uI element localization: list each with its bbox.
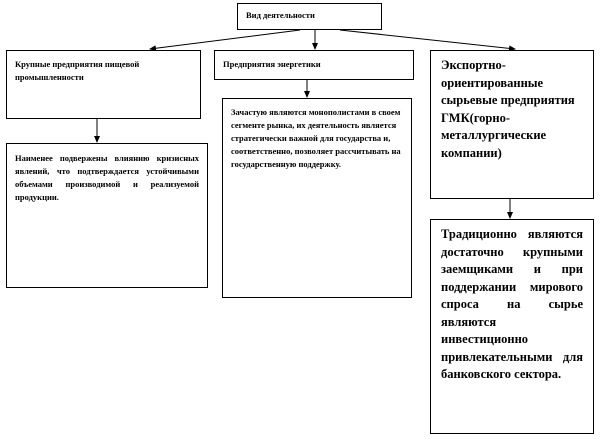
energy-description: Зачастую являются монополистами в своем … bbox=[231, 107, 401, 169]
food-industry-description: Наименее подвержены влиянию кризисных яв… bbox=[15, 153, 199, 202]
energy-title: Предприятия энергетики bbox=[223, 59, 321, 69]
root-label: Вид деятельности bbox=[246, 10, 315, 20]
root-box: Вид деятельности bbox=[237, 3, 382, 30]
mining-box: Экспортно-ориентированные сырьевые предп… bbox=[430, 50, 594, 199]
mining-description: Традиционно являются достаточно крупными… bbox=[441, 227, 583, 381]
arrow-root-to-food bbox=[149, 29, 301, 52]
mining-description-box: Традиционно являются достаточно крупными… bbox=[430, 219, 594, 434]
food-industry-box: Крупные предприятия пищевой промышленнос… bbox=[6, 50, 201, 119]
arrow-root-to-mining bbox=[339, 29, 516, 52]
energy-description-box: Зачастую являются монополистами в своем … bbox=[222, 98, 412, 298]
food-industry-description-box: Наименее подвержены влиянию кризисных яв… bbox=[6, 143, 208, 288]
mining-title: Экспортно-ориентированные сырьевые предп… bbox=[441, 58, 575, 160]
energy-box: Предприятия энергетики bbox=[214, 50, 414, 80]
food-industry-title: Крупные предприятия пищевой промышленнос… bbox=[15, 59, 140, 82]
